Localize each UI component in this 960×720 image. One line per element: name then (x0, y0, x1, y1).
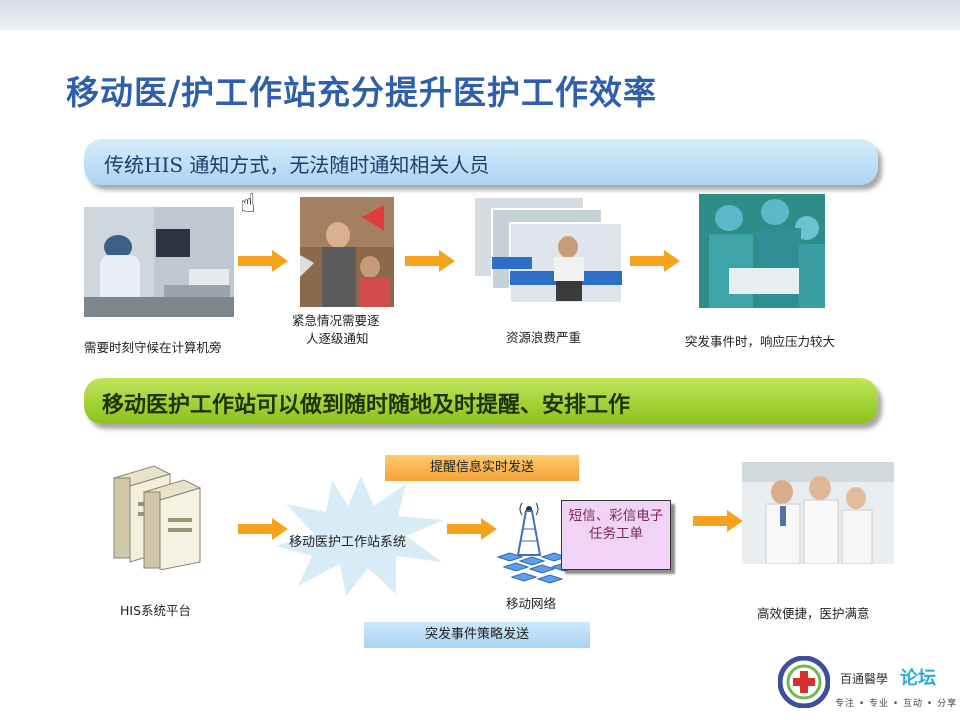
emergency-policy-tag: 突发事件策略发送 (364, 622, 590, 648)
arrow-right-icon (405, 250, 455, 272)
workstation-starburst (276, 476, 444, 596)
hand-cursor-icon: ☝ (240, 189, 256, 219)
caption-emergency-line1: 紧急情况需要逐 (292, 313, 380, 328)
caption-computer: 需要时刻守候在计算机旁 (84, 340, 222, 355)
waiting-room-photos (474, 197, 624, 305)
mobile-banner-text: 移动医护工作站可以做到随时随地及时提醒、安排工作 (102, 392, 631, 418)
caption-pressure: 突发事件时，响应压力较大 (685, 334, 836, 349)
sms-callout-text: 短信、彩信电子任务工单 (568, 508, 664, 542)
realtime-reminder-tag: 提醒信息实时发送 (385, 455, 579, 481)
arrow-right-icon (238, 518, 288, 540)
arrow-right-icon (693, 510, 743, 532)
traditional-banner: 传统HIS 通知方式，无法随时通知相关人员 (84, 139, 878, 185)
medical-staff-photo (742, 462, 894, 564)
his-platform-label: HIS系统平台 (120, 603, 192, 618)
forum-logo-name: 百通醫學 (840, 672, 889, 686)
sms-callout (561, 500, 671, 570)
traditional-banner-text: 传统HIS 通知方式，无法随时通知相关人员 (104, 153, 490, 177)
top-bar (0, 0, 960, 30)
surgery-team-photo (699, 194, 825, 308)
result-label: 高效便捷，医护满意 (757, 606, 870, 621)
page-title: 移动医/护工作站充分提升医护工作效率 (66, 73, 658, 112)
arrow-right-icon (447, 518, 497, 540)
arrow-right-icon (238, 250, 288, 272)
server-icon (112, 465, 202, 570)
forum-logo-slogan: 专注 • 专业 • 互动 • 分享 (835, 699, 958, 709)
forum-logo-icon (778, 656, 830, 708)
caption-waste: 资源浪费严重 (506, 330, 582, 345)
workstation-label: 移动医护工作站系统 (289, 535, 407, 550)
mobile-banner: 移动医护工作站可以做到随时随地及时提醒、安排工作 (84, 378, 878, 424)
forum-logo-forum: 论坛 (900, 668, 936, 689)
caption-emergency-line2: 人逐级通知 (306, 331, 369, 346)
mobile-network-label: 移动网络 (506, 596, 557, 611)
megaphone-photo (300, 197, 394, 307)
lab-computer-photo (84, 207, 234, 317)
arrow-right-icon (630, 250, 680, 272)
